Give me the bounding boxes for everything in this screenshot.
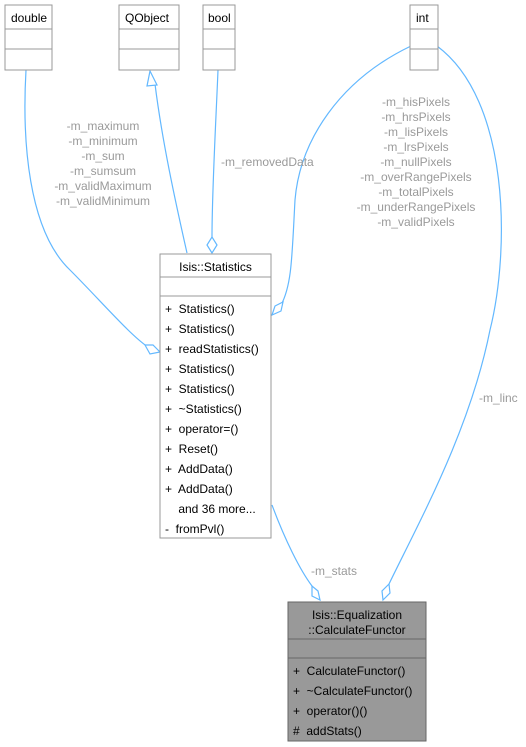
edge-label-stats: -m_stats bbox=[311, 564, 357, 578]
class-node-int[interactable]: int bbox=[409, 4, 439, 71]
method-item: + CalculateFunctor() bbox=[293, 664, 405, 678]
aggregation-diamond-int-functor bbox=[381, 582, 391, 602]
edge-labels-double: -m_maximum -m_minimum -m_sum -m_sumsum -… bbox=[54, 119, 151, 208]
edge-bool-statistics bbox=[211, 69, 219, 238]
edge-label: -m_overRangePixels bbox=[360, 170, 471, 184]
class-node-qobject[interactable]: QObject bbox=[118, 4, 180, 71]
method-item: + Statistics() bbox=[165, 382, 235, 396]
edge-label: -m_underRangePixels bbox=[357, 200, 476, 214]
edge-int-functor bbox=[388, 45, 502, 585]
class-node-statistics[interactable]: Isis::Statistics + Statistics() + Statis… bbox=[159, 253, 272, 539]
method-item: - fromPvl() bbox=[165, 522, 224, 536]
edge-labels-int-statistics: -m_hisPixels -m_hrsPixels -m_lisPixels -… bbox=[357, 95, 476, 229]
class-node-calculate-functor[interactable]: Isis::Equalization ::CalculateFunctor + … bbox=[287, 601, 427, 742]
class-title-line2: ::CalculateFunctor bbox=[308, 623, 405, 637]
class-node-double[interactable]: double bbox=[4, 4, 53, 71]
edge-qobject-statistics bbox=[154, 83, 188, 254]
class-title: Isis::Statistics bbox=[179, 260, 252, 274]
method-item: + ~CalculateFunctor() bbox=[293, 684, 412, 698]
edge-label: -m_validMinimum bbox=[56, 194, 150, 208]
edge-label: -m_lisPixels bbox=[384, 125, 448, 139]
method-item: + AddData() bbox=[165, 462, 233, 476]
method-item: + Statistics() bbox=[165, 322, 235, 336]
edge-label-int-functor: -m_linc bbox=[479, 391, 518, 405]
edge-label: -m_validPixels bbox=[377, 215, 454, 229]
method-item: + Statistics() bbox=[165, 302, 235, 316]
edge-double-statistics bbox=[24, 69, 149, 348]
method-item: + operator()() bbox=[293, 704, 367, 718]
edge-label: -m_maximum bbox=[67, 119, 140, 133]
edge-label: -m_hisPixels bbox=[382, 95, 450, 109]
edge-label: -m_nullPixels bbox=[380, 155, 451, 169]
edge-label: -m_sumsum bbox=[70, 164, 136, 178]
edge-label: -m_minimum bbox=[68, 134, 137, 148]
edge-int-statistics bbox=[280, 45, 412, 306]
class-title: int bbox=[416, 11, 429, 25]
more-methods-note: and 36 more... bbox=[165, 502, 256, 516]
class-title: bool bbox=[208, 11, 231, 25]
edge-label: -m_lrsPixels bbox=[383, 140, 448, 154]
class-title: double bbox=[11, 11, 47, 25]
edge-label-bool: -m_removedData bbox=[221, 155, 314, 169]
edge-label: -m_hrsPixels bbox=[381, 110, 450, 124]
edge-label: -m_sum bbox=[81, 149, 124, 163]
method-item: + Reset() bbox=[165, 442, 218, 456]
aggregation-diamond-bool bbox=[206, 235, 218, 255]
aggregation-diamond-double bbox=[143, 344, 162, 355]
edge-statistics-functor bbox=[271, 504, 313, 587]
method-item: + AddData() bbox=[165, 482, 233, 496]
method-item: # addStats() bbox=[293, 724, 362, 738]
method-item: + operator=() bbox=[165, 422, 238, 436]
method-item: + readStatistics() bbox=[165, 342, 259, 356]
class-node-bool[interactable]: bool bbox=[202, 4, 236, 71]
method-item: + Statistics() bbox=[165, 362, 235, 376]
aggregation-diamond-statistics-functor bbox=[311, 584, 321, 602]
edge-label: -m_totalPixels bbox=[378, 185, 453, 199]
aggregation-diamond-int-statistics bbox=[271, 300, 284, 317]
class-title: Isis::Equalization bbox=[312, 608, 402, 622]
method-item: + ~Statistics() bbox=[165, 402, 242, 416]
inheritance-triangle bbox=[146, 69, 158, 87]
class-title: QObject bbox=[125, 11, 170, 25]
edge-label: -m_validMaximum bbox=[54, 179, 151, 193]
